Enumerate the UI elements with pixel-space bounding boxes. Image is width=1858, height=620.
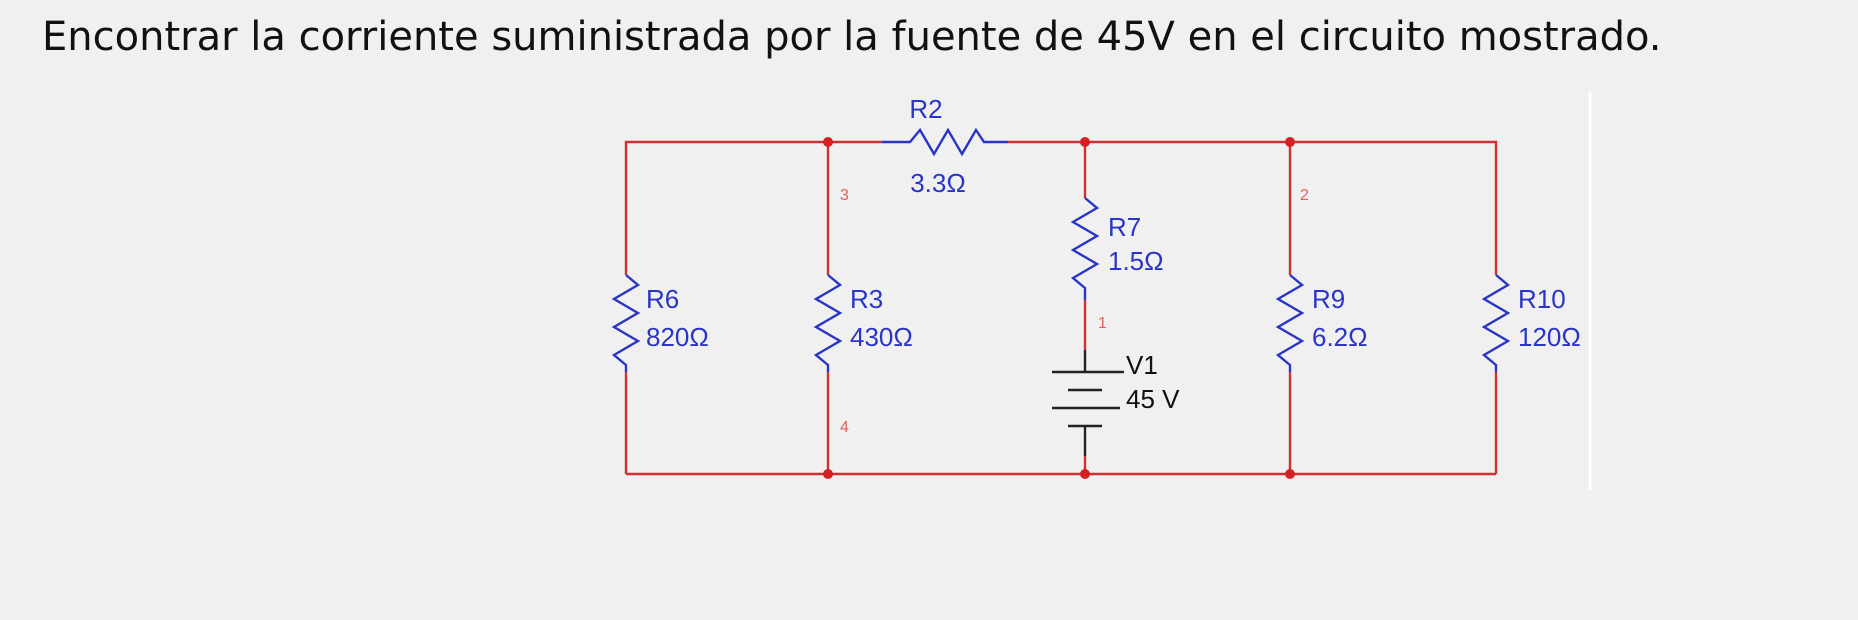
net-label-4: 4 bbox=[840, 419, 849, 436]
r7-label: R7 bbox=[1108, 212, 1141, 242]
r2-label: R2 bbox=[909, 94, 942, 124]
net-label-1: 1 bbox=[1098, 315, 1107, 332]
v1-label: V1 bbox=[1126, 350, 1158, 380]
r2-value: 3.3Ω bbox=[910, 168, 966, 198]
node-bottom-mid bbox=[1080, 469, 1090, 479]
v1-value: 45 V bbox=[1126, 384, 1180, 414]
wire-left-loop bbox=[624, 140, 828, 275]
node-2 bbox=[1285, 137, 1295, 147]
net-label-2: 2 bbox=[1300, 187, 1309, 204]
wires bbox=[624, 140, 1498, 476]
battery-v1: V1 45 V bbox=[1052, 350, 1180, 456]
resistor-r9: R9 6.2Ω bbox=[1275, 274, 1368, 372]
resistor-r10: R10 120Ω bbox=[1481, 274, 1581, 372]
node-4 bbox=[823, 469, 833, 479]
node-3 bbox=[823, 137, 833, 147]
resistor-r7: R7 1.5Ω bbox=[1070, 197, 1164, 300]
resistor-r2: R2 3.3Ω bbox=[882, 94, 1008, 198]
node-bottom-right bbox=[1285, 469, 1295, 479]
r9-label: R9 bbox=[1312, 284, 1345, 314]
r9-value: 6.2Ω bbox=[1312, 322, 1368, 352]
r10-value: 120Ω bbox=[1518, 322, 1581, 352]
net-label-3: 3 bbox=[840, 187, 849, 204]
r3-label: R3 bbox=[850, 284, 883, 314]
resistor-r6: R6 820Ω bbox=[611, 274, 709, 372]
resistor-r3: R3 430Ω bbox=[813, 274, 913, 372]
problem-statement: Encontrar la corriente suministrada por … bbox=[42, 14, 1662, 60]
r3-value: 430Ω bbox=[850, 322, 913, 352]
junction-nodes bbox=[823, 137, 1295, 479]
r7-value: 1.5Ω bbox=[1108, 246, 1164, 276]
r10-label: R10 bbox=[1518, 284, 1566, 314]
r6-label: R6 bbox=[646, 284, 679, 314]
wire-right-loop bbox=[1290, 140, 1498, 275]
node-top-mid bbox=[1080, 137, 1090, 147]
r6-value: 820Ω bbox=[646, 322, 709, 352]
